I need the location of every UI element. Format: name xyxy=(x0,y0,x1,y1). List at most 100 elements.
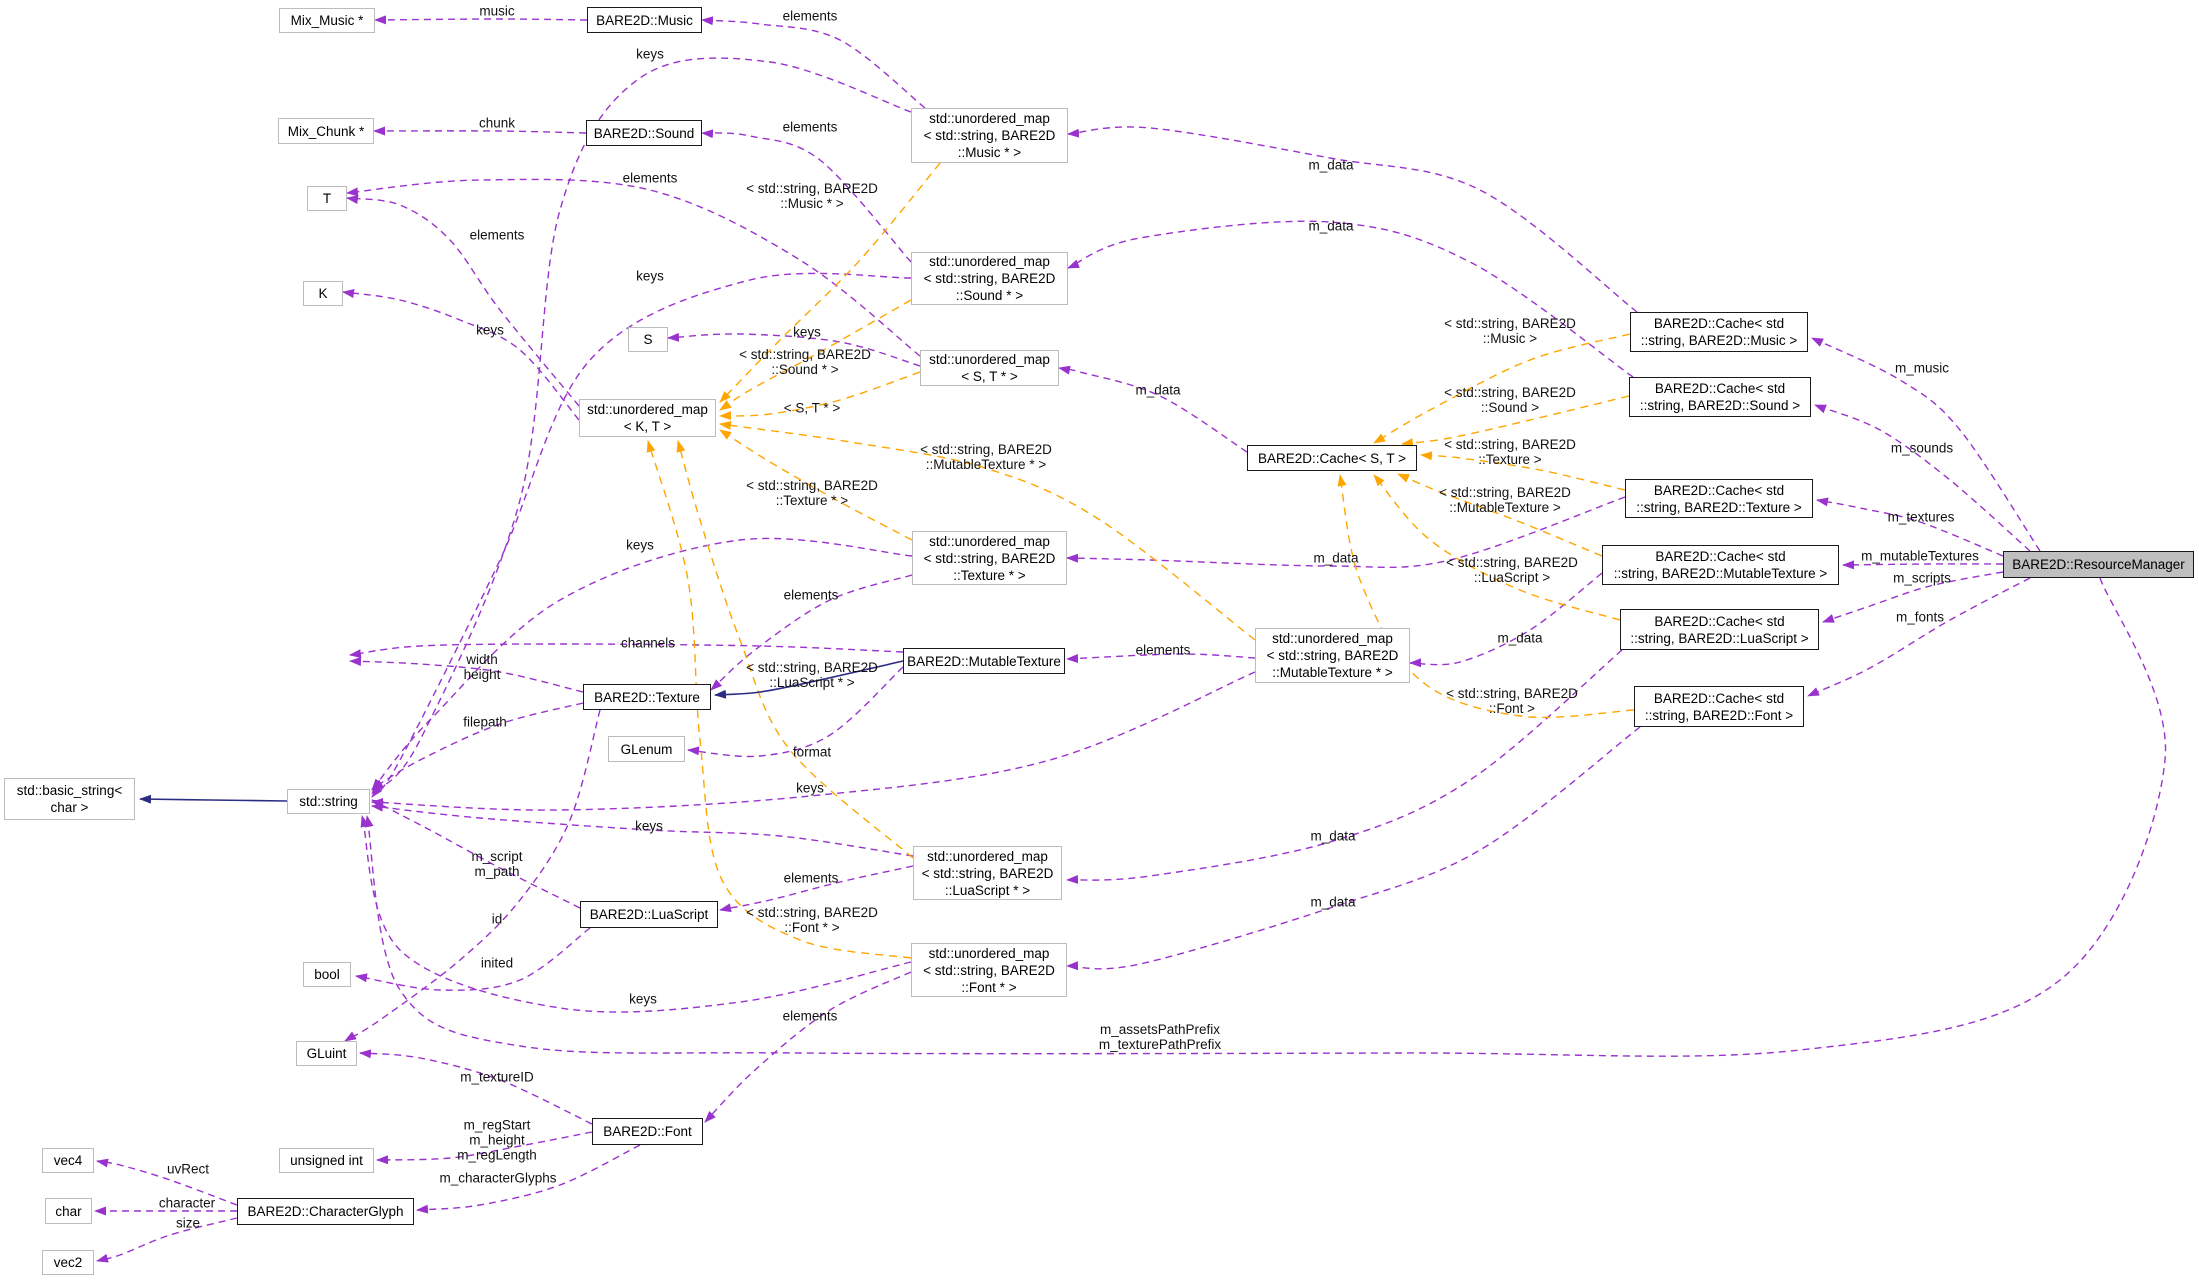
node-bool-line: bool xyxy=(314,967,340,982)
node-luascript[interactable]: BARE2D::LuaScript xyxy=(580,901,718,928)
node-rm[interactable]: BARE2D::ResourceManager xyxy=(2003,551,2194,578)
node-map_sound: std::unordered_map< std::string, BARE2D:… xyxy=(911,252,1068,305)
node-cache_st-line: BARE2D::Cache< S, T > xyxy=(1257,450,1407,466)
edge-format xyxy=(687,666,904,758)
edge-m-characterglyphs xyxy=(416,1144,641,1214)
edge-music-ptr xyxy=(374,15,588,25)
edge-font-keys xyxy=(360,815,912,1013)
node-luascript-line: BARE2D::LuaScript xyxy=(589,907,709,922)
edge-inited xyxy=(355,927,591,991)
edge-m-reg xyxy=(376,1131,593,1165)
node-cache_mutable[interactable]: BARE2D::Cache< std::string, BARE2D::Muta… xyxy=(1602,545,1839,585)
edge-lua-elements xyxy=(719,865,914,913)
edge-inst-map-texture xyxy=(719,429,913,541)
node-map_music-line: std::unordered_map xyxy=(929,111,1050,126)
node-sound[interactable]: BARE2D::Sound xyxy=(586,120,702,146)
edge-cache-music-mdata xyxy=(1067,126,1638,313)
edge-inst-map-sound xyxy=(719,299,912,411)
node-cache_lua[interactable]: BARE2D::Cache< std::string, BARE2D::LuaS… xyxy=(1620,609,1819,650)
node-rm-line: BARE2D::ResourceManager xyxy=(2012,557,2185,572)
edge-cache-mutable-mdata xyxy=(1409,572,1603,668)
node-cache_texture-line: BARE2D::Cache< std xyxy=(1653,482,1785,498)
node-gluint: GLuint xyxy=(296,1041,357,1066)
edge-kt-keys xyxy=(342,289,580,421)
node-font-line: BARE2D::Font xyxy=(603,1124,692,1139)
node-map_st: std::unordered_map< S, T * > xyxy=(920,350,1059,386)
node-map_lua: std::unordered_map< std::string, BARE2D:… xyxy=(913,846,1062,900)
node-font[interactable]: BARE2D::Font xyxy=(592,1118,703,1145)
node-mutable_tex[interactable]: BARE2D::MutableTexture xyxy=(903,648,1065,674)
node-gluint-line: GLuint xyxy=(306,1046,347,1061)
node-cache_music-line: BARE2D::Cache< std xyxy=(1653,316,1785,331)
node-cache_texture-line: ::string, BARE2D::Texture > xyxy=(1636,499,1802,515)
node-mix_chunk: Mix_Chunk * xyxy=(278,118,374,144)
node-map_music: std::unordered_map< std::string, BARE2D:… xyxy=(911,108,1068,163)
edge-sound-keys xyxy=(371,272,912,798)
node-s: S xyxy=(628,327,668,352)
edge-inst-cache-font xyxy=(1337,474,1635,719)
edge-inst-cache-lua xyxy=(1373,474,1621,621)
node-map_texture-line: std::unordered_map xyxy=(929,533,1050,549)
node-sound-line: BARE2D::Sound xyxy=(593,125,695,141)
node-charglyph[interactable]: BARE2D::CharacterGlyph xyxy=(237,1198,414,1225)
node-mutable_tex-line: BARE2D::MutableTexture xyxy=(907,653,1061,669)
node-texture[interactable]: BARE2D::Texture xyxy=(583,684,711,710)
node-texture-line: BARE2D::Texture xyxy=(594,689,700,705)
node-map_kt-line: < K, T > xyxy=(623,419,672,434)
node-basic_string-line: char > xyxy=(50,800,89,815)
node-map_font-line: ::Font * > xyxy=(961,979,1017,995)
edge-texture-keys xyxy=(371,537,913,791)
node-cache_music[interactable]: BARE2D::Cache< std::string, BARE2D::Musi… xyxy=(1630,312,1808,352)
node-string-line: std::string xyxy=(299,794,358,809)
edge-inst-cache-texture xyxy=(1420,451,1626,491)
node-cache_mutable-line: BARE2D::Cache< std xyxy=(1655,549,1786,564)
edge-inst-cache-sound xyxy=(1401,395,1630,448)
edge-width-height xyxy=(349,656,584,693)
node-cache_mutable-line: ::string, BARE2D::MutableTexture > xyxy=(1613,566,1828,581)
edge-music-elements xyxy=(701,16,926,109)
node-cache_st[interactable]: BARE2D::Cache< S, T > xyxy=(1247,445,1417,471)
node-bool: bool xyxy=(303,962,351,987)
node-cache_font[interactable]: BARE2D::Cache< std::string, BARE2D::Font… xyxy=(1634,686,1804,727)
edge-font-elements xyxy=(704,971,912,1123)
node-cache_lua-line: BARE2D::Cache< std xyxy=(1654,613,1785,629)
edge-m-fonts xyxy=(1807,577,2031,697)
edge-m-textures xyxy=(1816,497,2004,557)
node-map_music-line: ::Music * > xyxy=(957,145,1022,160)
edge-mutable-elements xyxy=(1066,653,1256,664)
edge-texture-elements xyxy=(710,574,913,691)
node-cache_texture[interactable]: BARE2D::Cache< std::string, BARE2D::Text… xyxy=(1625,479,1813,518)
node-charbox: char xyxy=(45,1198,92,1224)
node-glenum-line: GLenum xyxy=(620,741,673,757)
edge-inst-map-st xyxy=(719,371,921,421)
node-glenum: GLenum xyxy=(608,736,685,762)
node-k-line: K xyxy=(318,286,328,301)
node-cache_sound-line: ::string, BARE2D::Sound > xyxy=(1639,398,1801,413)
node-music[interactable]: BARE2D::Music xyxy=(587,7,702,33)
node-map_texture-line: < std::string, BARE2D xyxy=(923,550,1056,566)
edge-inst-map-music xyxy=(719,162,941,403)
node-cache_sound[interactable]: BARE2D::Cache< std::string, BARE2D::Soun… xyxy=(1629,377,1811,417)
edge-m-scripts xyxy=(1822,571,2004,623)
edge-cache-texture-mdata xyxy=(1066,496,1626,569)
node-t-line: T xyxy=(322,191,332,206)
edge-lua-keys xyxy=(371,802,914,857)
edge-uvrect xyxy=(96,1158,238,1206)
edge-mutable-keys xyxy=(371,671,1256,811)
node-map_lua-line: std::unordered_map xyxy=(927,848,1048,864)
node-map_font-line: std::unordered_map xyxy=(928,945,1050,961)
edge-sound-elements xyxy=(701,129,912,263)
node-map_kt: std::unordered_map< K, T > xyxy=(579,399,716,437)
node-map_mutable-line: < std::string, BARE2D xyxy=(1266,648,1399,663)
node-mix_music: Mix_Music * xyxy=(279,8,375,33)
edge-cache-lua-mdata xyxy=(1066,649,1623,884)
node-map_st-line: std::unordered_map xyxy=(929,352,1050,367)
edge-inst-map-lua xyxy=(676,440,914,859)
node-map_music-line: < std::string, BARE2D xyxy=(923,128,1056,143)
node-map_sound-line: < std::string, BARE2D xyxy=(923,271,1056,286)
edge-music-keys xyxy=(371,57,912,794)
node-music-line: BARE2D::Music xyxy=(596,12,693,28)
node-t: T xyxy=(307,186,347,211)
